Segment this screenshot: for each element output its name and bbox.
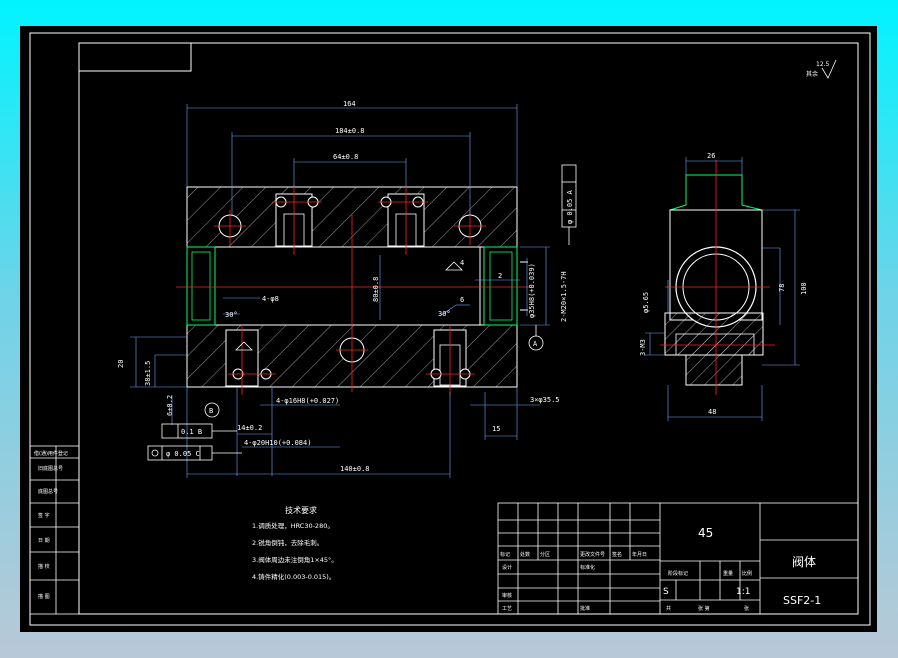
svg-text:12.5: 12.5 xyxy=(816,61,830,68)
tol-parallel: φ 0.05 A xyxy=(566,189,574,224)
svg-text:张: 张 xyxy=(744,605,749,612)
svg-text:张 第: 张 第 xyxy=(698,605,710,612)
svg-text:处数: 处数 xyxy=(520,551,530,558)
tol-flat: 0.1 B xyxy=(181,428,202,436)
dim-side-3m3: 3-M3 xyxy=(639,339,647,356)
strip-label: 描 校 xyxy=(38,563,50,570)
left-strip-labels: 借(通)用件登记 旧底图总号 底图总号 签 字 日 期 描 校 描 图 xyxy=(34,450,68,600)
dim-phi35: φ35H8(+0.039) xyxy=(528,263,536,318)
svg-text:分区: 分区 xyxy=(540,551,550,558)
svg-text:标准化: 标准化 xyxy=(580,564,595,571)
left-stamp-strip xyxy=(29,445,80,615)
stage-s: S xyxy=(663,587,669,597)
strip-label: 底图总号 xyxy=(38,488,58,495)
dim-6: 6 xyxy=(460,296,464,304)
svg-text:比例: 比例 xyxy=(742,570,752,577)
dimension-texts: 164 184±0.8 64±0.8 80±0.8 φ35H8(+0.039) … xyxy=(117,100,574,473)
part-name: 阀体 xyxy=(792,555,816,569)
dim-left-a: 38±1.5 xyxy=(144,361,152,386)
strip-label: 旧底图总号 xyxy=(38,465,63,472)
title-block-texts: 45 阀体 SSF2-1 1:1 S 标记 处数 分区 更改文件号 签名 年月日… xyxy=(500,526,821,612)
dim-30deg-b: 30° xyxy=(438,310,451,318)
dim-left-b: 6±0.2 xyxy=(166,395,174,416)
dim-64: 64±0.8 xyxy=(333,153,358,161)
title-block xyxy=(497,502,859,615)
dim-14: 14±0.2 xyxy=(237,424,262,432)
dim-80: 80±0.8 xyxy=(372,277,380,302)
strip-label: 借(通)用件登记 xyxy=(34,450,68,457)
front-view: A B xyxy=(130,104,577,478)
top-left-code-box xyxy=(78,42,192,72)
tech-item: 4.铸件精化(0.003-0.015)。 xyxy=(252,572,335,581)
dim-side-26: 26 xyxy=(707,152,715,160)
svg-text:工艺: 工艺 xyxy=(502,606,512,612)
dim-4phi8: 4-φ8 xyxy=(262,295,279,303)
dim-3m35: 3×φ35.5 xyxy=(530,396,560,404)
datum-b-label: B xyxy=(209,407,213,415)
dim-20: 20 xyxy=(117,360,125,368)
material-label: 45 xyxy=(698,526,713,540)
dim-side-78: 78 xyxy=(778,284,786,292)
tech-title: 技术要求 xyxy=(285,505,317,515)
dim-side-48: 48 xyxy=(708,408,716,416)
svg-text:审核: 审核 xyxy=(502,592,512,599)
tol-concentric: φ 0.05 C xyxy=(166,450,200,458)
svg-text:年月日: 年月日 xyxy=(632,551,647,558)
dim-140: 140±0.8 xyxy=(340,465,370,473)
strip-label: 日 期 xyxy=(38,538,50,544)
tech-item: 2.锐角倒钝，去除毛刺。 xyxy=(252,538,323,547)
svg-text:标记: 标记 xyxy=(500,551,510,558)
svg-text:阶段标记: 阶段标记 xyxy=(668,570,688,577)
tech-item: 1.调质处理，HRC30-280。 xyxy=(252,521,334,530)
drawing-number: SSF2-1 xyxy=(783,594,821,607)
dim-4phi20: 4-φ20H10(+0.084) xyxy=(244,439,311,447)
dim-side-100: 100 xyxy=(800,282,808,295)
svg-text:其余: 其余 xyxy=(806,70,818,78)
strip-label: 描 图 xyxy=(38,593,50,600)
side-view: 26 100 78 48 φ5.65 3-M3 xyxy=(639,152,808,421)
tech-requirements: 技术要求 1.调质处理，HRC30-280。 2.锐角倒钝，去除毛刺。 3.阀体… xyxy=(252,505,338,581)
svg-text:共: 共 xyxy=(666,605,671,612)
svg-text:批准: 批准 xyxy=(580,605,590,612)
dim-4phi16: 4-φ16H8(+0.027) xyxy=(276,397,339,405)
roughness-symbol: 12.5 其余 xyxy=(806,59,837,79)
dim-184: 184±0.8 xyxy=(335,127,365,135)
svg-text:更改文件号: 更改文件号 xyxy=(580,551,605,558)
dim-30deg: 30° xyxy=(225,311,238,319)
svg-text:签名: 签名 xyxy=(612,551,622,558)
tech-item: 3.阀体周边未注倒角1×45°。 xyxy=(252,555,338,564)
svg-text:设计: 设计 xyxy=(502,564,512,571)
dim-164: 164 xyxy=(343,100,356,108)
dim-15: 15 xyxy=(492,425,500,433)
outer-border xyxy=(29,32,871,626)
inner-border xyxy=(78,42,859,615)
datum-a-label: A xyxy=(533,340,538,348)
svg-text:重量: 重量 xyxy=(723,570,733,577)
dim-2: 2 xyxy=(498,272,502,280)
scale-label: 1:1 xyxy=(736,587,750,597)
strip-label: 签 字 xyxy=(38,512,50,519)
dim-side-phi: φ5.65 xyxy=(642,292,650,313)
dim-4: 4 xyxy=(460,259,464,267)
dim-2m20: 2-M20×1.5-7H xyxy=(560,271,568,322)
